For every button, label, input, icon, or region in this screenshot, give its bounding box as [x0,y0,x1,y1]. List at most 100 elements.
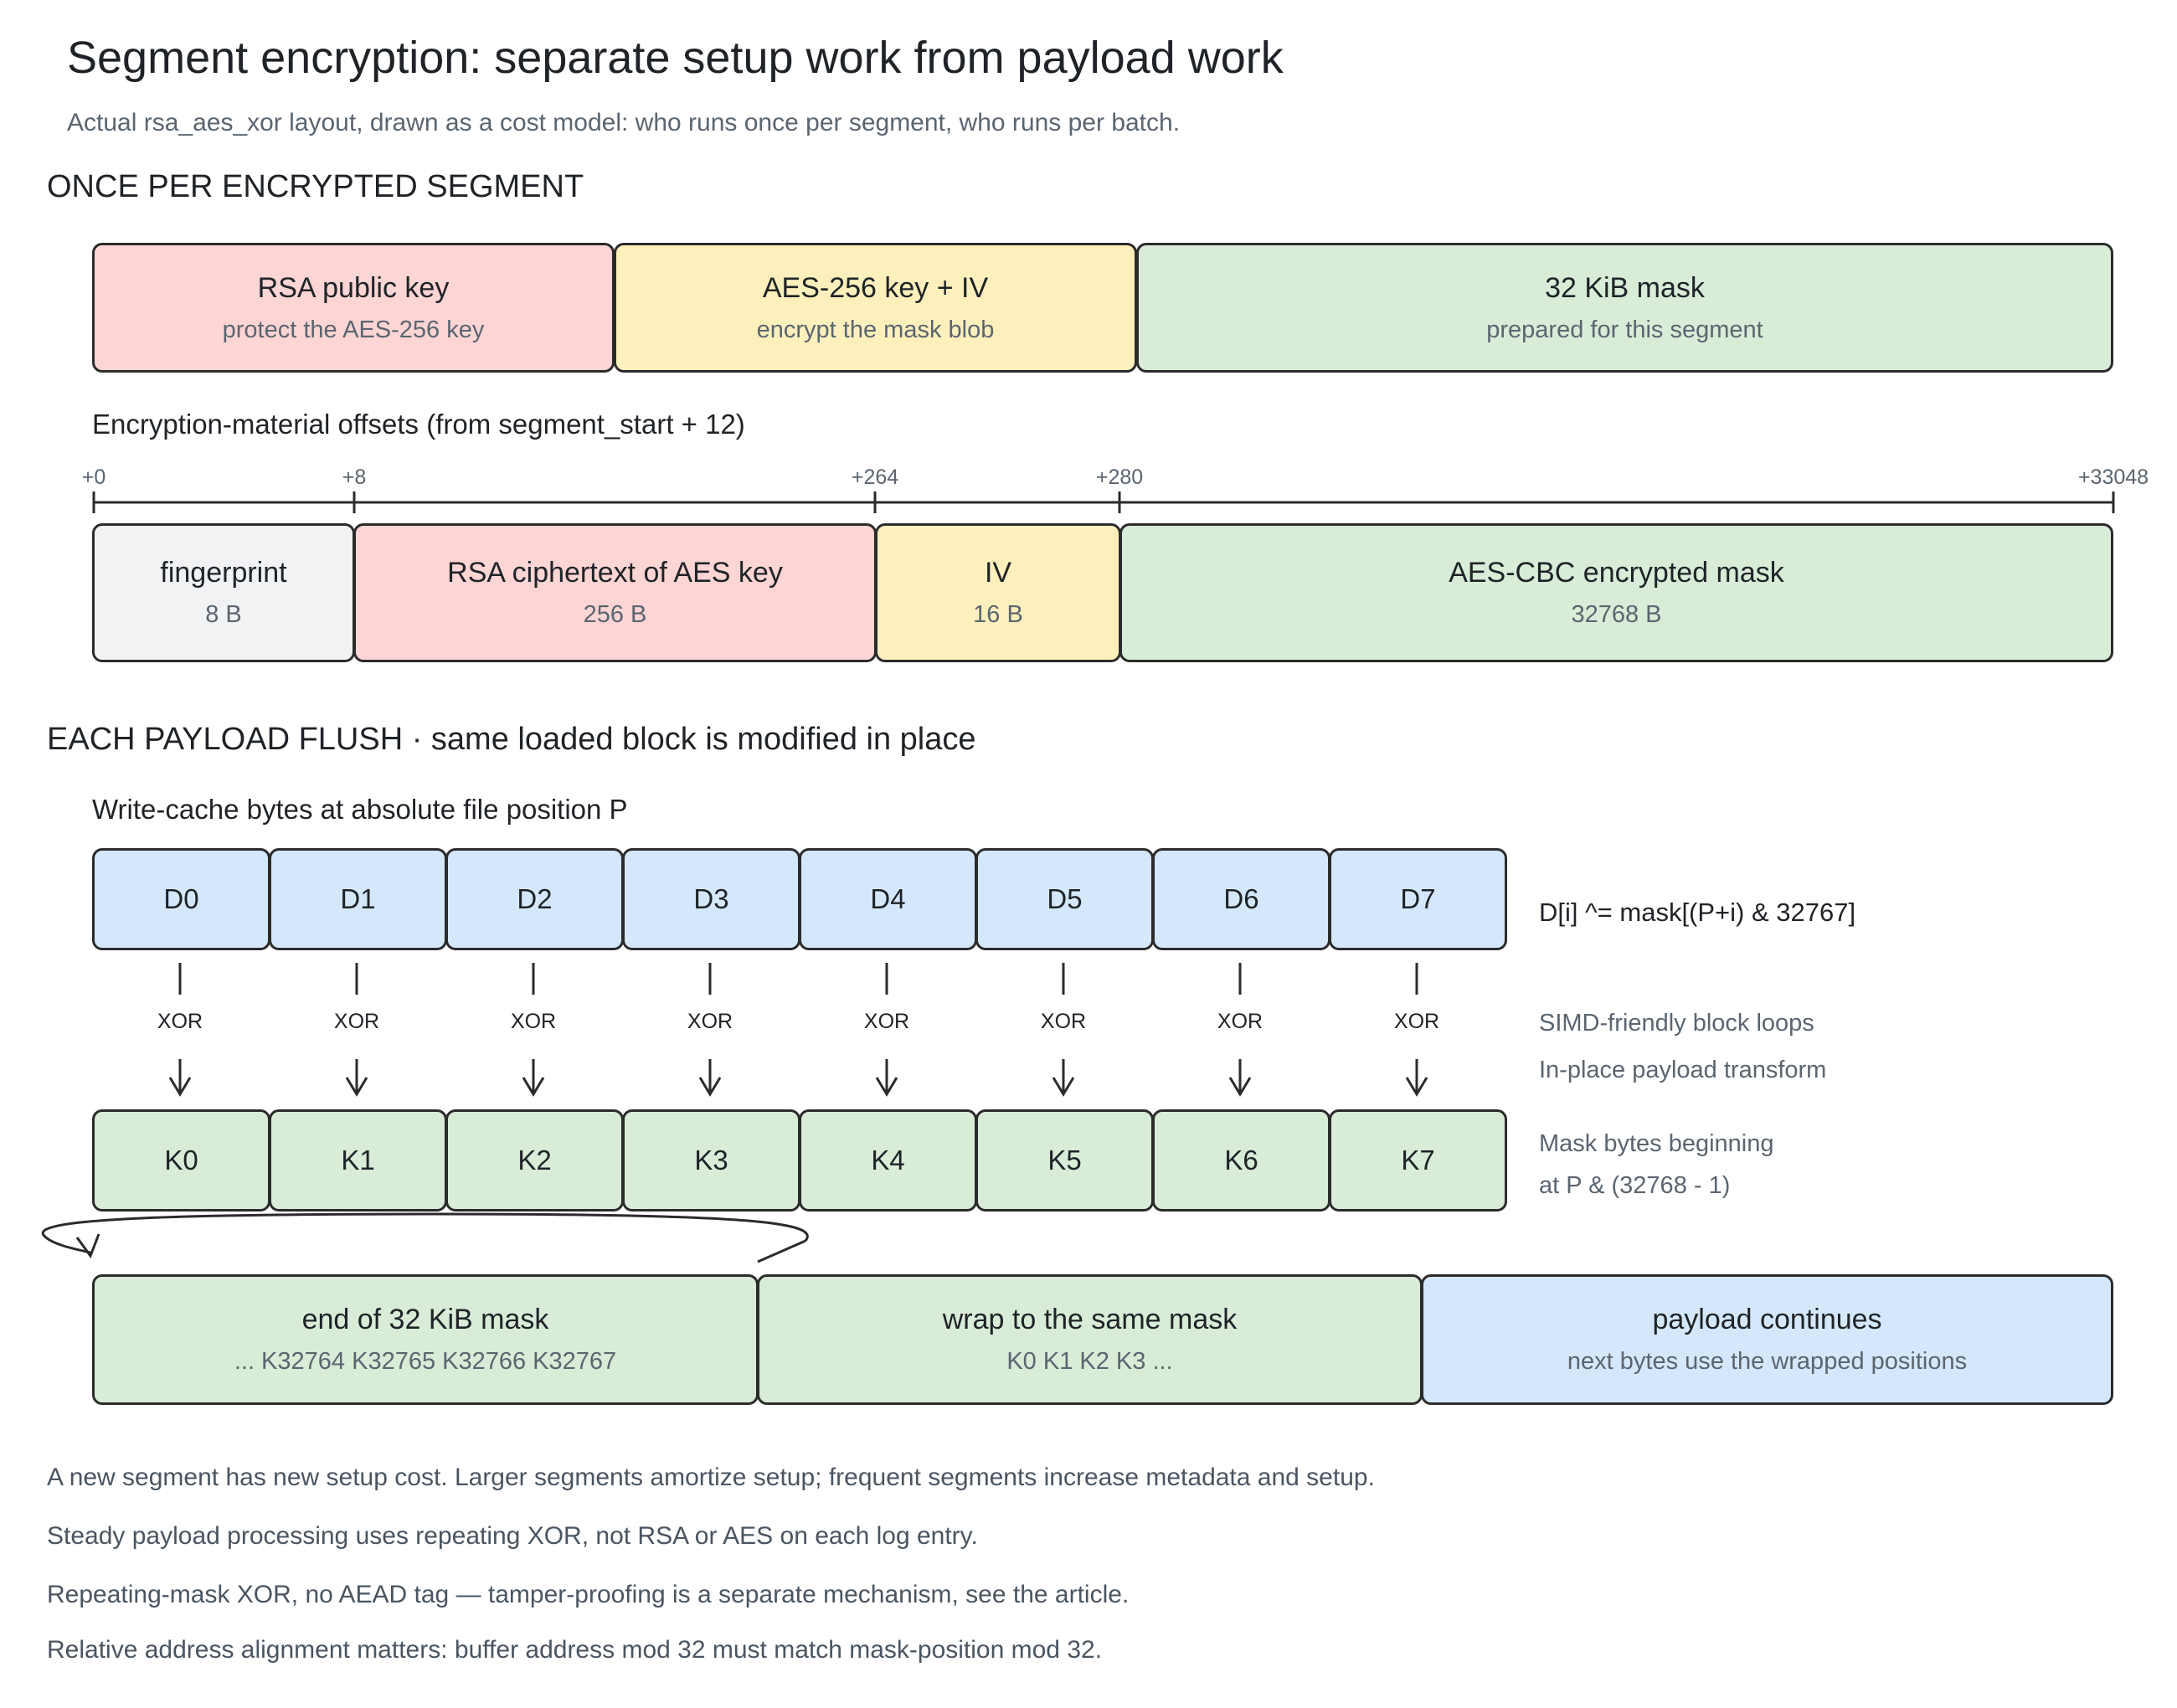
mask-cell-label: K3 [694,1145,728,1176]
data-cell-label: D5 [1047,883,1083,914]
mask-cell-label: K2 [517,1145,552,1176]
mask-note-line1: Mask bytes beginning [1539,1130,1774,1157]
box-subtitle: ... K32764 K32765 K32766 K32767 [234,1348,617,1375]
xor-arrowhead [875,1077,898,1097]
data-cell: D6 [1152,848,1330,950]
mask-cell: K3 [622,1109,800,1212]
mask-cell: K7 [1329,1109,1507,1212]
xor-label: XOR [333,1010,380,1033]
xor-arrowhead [168,1077,192,1097]
mask-cell-label: K7 [1401,1145,1435,1176]
mask-cell: K4 [799,1109,977,1212]
mask-cell-label: K6 [1224,1145,1258,1176]
box-subtitle: prepared for this segment [1486,316,1763,343]
offset-tick-label: +8 [342,466,367,489]
data-cell: D7 [1329,848,1507,950]
wrap-tail-line [757,1239,806,1263]
mask-cell: K5 [975,1109,1154,1212]
mask-cell-label: K4 [871,1145,905,1176]
xor-label: XOR [1393,1010,1440,1033]
note-line: Relative address alignment matters: buff… [47,1636,1103,1664]
simd-note: SIMD-friendly block loops [1539,1010,1814,1037]
wrap-arrowhead [75,1233,100,1259]
mask-note-line2: at P & (32768 - 1) [1539,1172,1731,1199]
field-size: 16 B [973,601,1023,628]
data-cell: D1 [269,848,447,950]
field-title: RSA ciphertext of AES key [447,557,783,589]
xor-arrowhead [1228,1077,1252,1097]
mask-cell-label: K5 [1047,1145,1082,1176]
box-title: wrap to the same mask [942,1304,1238,1335]
field-size: 32768 B [1571,601,1662,628]
offset-tick-label: +264 [851,466,899,489]
note-line: Steady payload processing uses repeating… [47,1522,978,1550]
page-subtitle: Actual rsa_aes_xor layout, drawn as a co… [67,109,1181,136]
data-cell: D0 [92,848,270,950]
wrap-around-arrow [41,1212,809,1254]
mask-cell: K6 [1152,1109,1330,1212]
xor-arrowhead [1405,1077,1428,1097]
box-title: end of 32 KiB mask [301,1304,549,1335]
xor-label: XOR [1040,1010,1087,1033]
page-title: Segment encryption: separate setup work … [67,33,1284,83]
offset-tick-label: +0 [81,466,106,489]
data-cell-label: D0 [163,883,199,914]
write-cache-label: Write-cache bytes at absolute file posit… [92,794,628,825]
xor-label: XOR [157,1010,203,1033]
box-title: RSA public key [257,271,450,304]
mask-cell: K2 [445,1109,624,1212]
data-cell: D5 [975,848,1154,950]
box-subtitle: encrypt the mask blob [756,316,995,343]
xor-label: XOR [510,1010,557,1033]
xor-label: XOR [863,1010,910,1033]
data-cell-label: D7 [1400,883,1436,914]
data-cell-label: D6 [1223,883,1259,914]
mask-box: 32 KiB mask prepared for this segment [1136,243,2113,373]
flush-section-heading: EACH PAYLOAD FLUSH · same loaded block i… [47,722,976,757]
xor-label: XOR [1217,1010,1263,1033]
once-section-heading: ONCE PER ENCRYPTED SEGMENT [47,169,584,204]
mask-cell-label: K0 [164,1145,198,1176]
box-title: 32 KiB mask [1545,271,1705,304]
wrap-mask-box: wrap to the same mask K0 K1 K2 K3 ... [757,1274,1423,1405]
data-cell: D3 [622,848,800,950]
data-cell-label: D4 [870,883,906,914]
aes-key-iv-box: AES-256 key + IV encrypt the mask blob [614,243,1137,373]
field-size: 8 B [205,601,242,628]
xor-arrows [168,963,1428,1097]
data-cell-label: D3 [693,883,729,914]
field-title: AES-CBC encrypted mask [1449,557,1784,589]
xor-formula: D[i] ^= mask[(P+i) & 32767] [1539,898,1856,927]
box-title: AES-256 key + IV [762,271,989,304]
offsets-label: Encryption-material offsets (from segmen… [92,409,745,440]
xor-arrowhead [698,1077,722,1097]
box-subtitle: protect the AES-256 key [222,316,485,343]
note-line: Repeating-mask XOR, no AEAD tag — tamper… [47,1581,1130,1608]
mask-cell: K1 [269,1109,447,1212]
field-size: 256 B [583,601,647,628]
data-cell: D4 [799,848,977,950]
field-title: fingerprint [160,557,287,589]
box-title: payload continues [1652,1304,1882,1335]
data-cell-label: D2 [517,883,553,914]
end-of-mask-box: end of 32 KiB mask ... K32764 K32765 K32… [92,1274,759,1405]
xor-arrowhead [522,1077,545,1097]
note-line: A new segment has new setup cost. Larger… [47,1464,1375,1491]
field-title: IV [984,557,1012,589]
rsa-public-key-box: RSA public key protect the AES-256 key [92,243,615,373]
rsa-ciphertext-field: RSA ciphertext of AES key 256 B [353,523,877,662]
xor-arrowhead [345,1077,368,1097]
fingerprint-field: fingerprint 8 B [92,523,355,662]
mask-cell-label: K1 [341,1145,375,1176]
data-cell-label: D1 [340,883,376,914]
encrypted-mask-field: AES-CBC encrypted mask 32768 B [1119,523,2113,662]
offset-tick-label: +33048 [2077,466,2149,489]
xor-label: XOR [687,1010,733,1033]
in-place-note: In-place payload transform [1539,1057,1827,1083]
box-subtitle: K0 K1 K2 K3 ... [1006,1348,1173,1375]
mask-cell: K0 [92,1109,270,1212]
offset-tick-label: +280 [1095,466,1144,489]
payload-continues-box: payload continues next bytes use the wra… [1421,1274,2113,1405]
box-subtitle: next bytes use the wrapped positions [1567,1348,1968,1375]
